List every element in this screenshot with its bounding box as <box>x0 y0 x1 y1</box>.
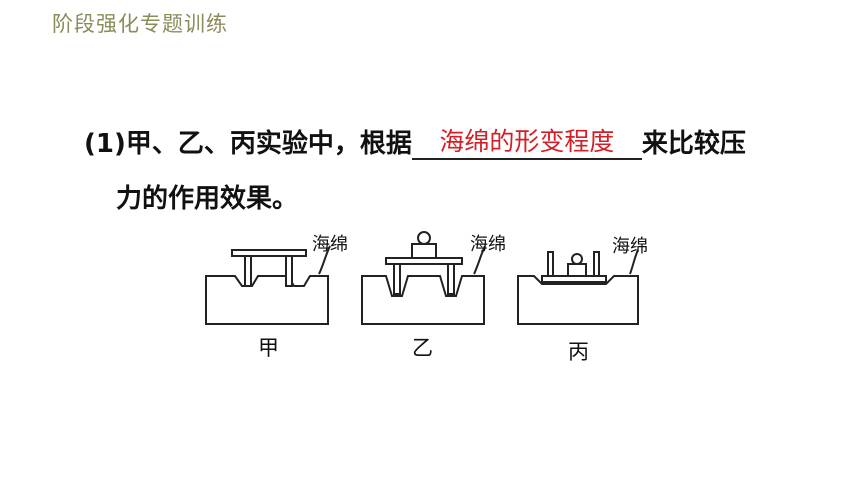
sponge-label-jia: 海绵 <box>312 234 348 255</box>
panel-label-yi: 乙 <box>412 336 433 360</box>
panel-yi-drawing <box>361 231 486 325</box>
question-line-1: (1)甲、乙、丙实验中，根据海绵的形变程度来比较压 <box>84 126 746 160</box>
experiment-figure: 海绵 海绵 海绵 甲 乙 丙 <box>190 226 670 366</box>
panel-jia-drawing <box>205 245 331 325</box>
panel-label-jia: 甲 <box>258 336 279 360</box>
answer-text: 海绵的形变程度 <box>439 127 615 156</box>
question-number: (1) <box>84 129 126 159</box>
sponge-label-yi: 海绵 <box>470 234 506 255</box>
question-text-after: 来比较压 <box>641 129 746 159</box>
experiment-diagram <box>205 231 639 325</box>
panel-bing-drawing <box>517 249 639 325</box>
sponge-label-bing: 海绵 <box>612 236 648 257</box>
answer-blank: 海绵的形变程度 <box>411 126 642 160</box>
question-line-2: 力的作用效果。 <box>116 184 299 214</box>
page-header-title: 阶段强化专题训练 <box>52 12 228 36</box>
question-text-before: 甲、乙、丙实验中，根据 <box>125 129 412 159</box>
panel-label-bing: 丙 <box>568 340 589 364</box>
